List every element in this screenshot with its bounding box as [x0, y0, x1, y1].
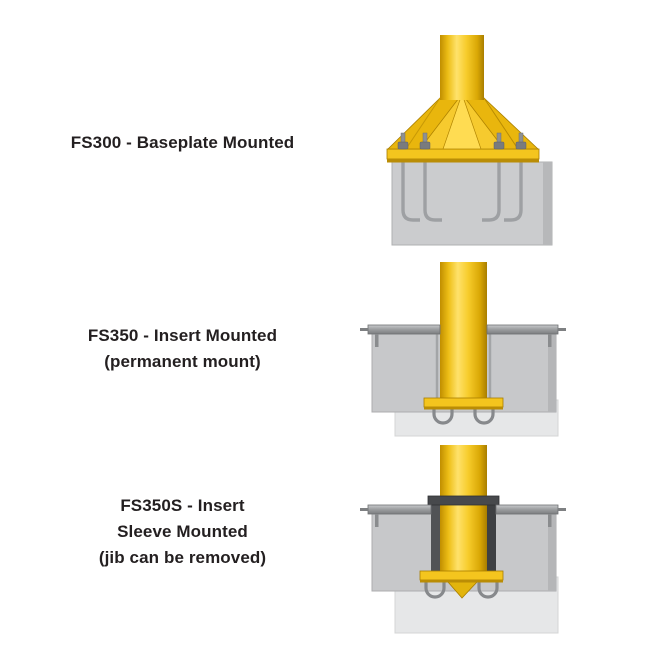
label-line: FS350S - Insert — [120, 496, 245, 515]
retainer-u-bolts — [424, 579, 499, 599]
removable-sleeve — [431, 503, 496, 573]
retainer-u-bolts — [432, 406, 495, 425]
figure-label-fs300: FS300 - Baseplate Mounted — [25, 130, 340, 156]
jib-mast-column — [440, 262, 487, 402]
insert-tube-outline — [435, 334, 492, 399]
bottom-retainer-plate — [423, 397, 504, 410]
top-flange-plate — [360, 504, 566, 527]
label-line: FS350 - Insert Mounted — [87, 326, 278, 345]
embedded-anchor-bolts — [401, 162, 523, 222]
baseplate — [386, 148, 540, 163]
fs350-insert-illustration — [360, 262, 566, 437]
label-line: (permanent mount) — [104, 352, 261, 371]
jib-mast-column — [440, 35, 484, 100]
label-line: (jib can be removed) — [98, 548, 267, 567]
bottom-retainer-plate — [419, 570, 504, 583]
figure-label-fs350: FS350 - Insert Mounted (permanent mount) — [25, 323, 340, 375]
anchor-bolt-studs — [397, 132, 527, 150]
fs350s-sleeve-illustration — [360, 445, 566, 634]
sleeve-top-rim — [427, 495, 500, 506]
concrete-foundation — [391, 161, 553, 246]
top-flange-plate — [360, 324, 566, 347]
label-line: Sleeve Mounted — [117, 522, 248, 541]
fs300-baseplate-illustration — [386, 35, 553, 246]
label-line: FS300 - Baseplate Mounted — [70, 133, 295, 152]
figure-label-fs350s: FS350S - Insert Sleeve Mounted (jib can … — [25, 493, 340, 571]
jib-mast-column — [440, 445, 487, 575]
gusset-cone — [387, 92, 540, 150]
